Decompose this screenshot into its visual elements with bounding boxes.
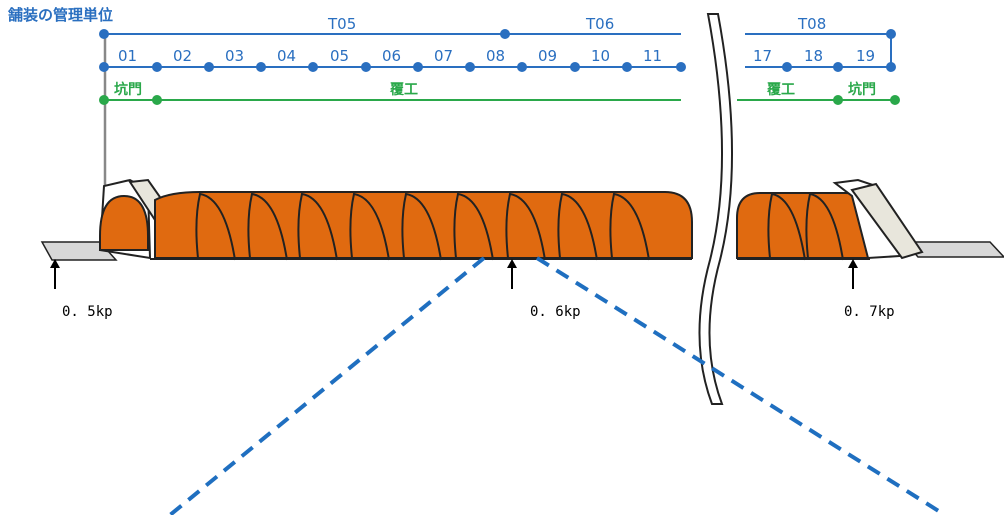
lining-row bbox=[99, 95, 900, 105]
break-symbol bbox=[698, 13, 733, 405]
section-label: 04 bbox=[277, 47, 296, 65]
section-label: 03 bbox=[225, 47, 244, 65]
section-label: 08 bbox=[486, 47, 505, 65]
section-label: 07 bbox=[434, 47, 453, 65]
section-label: 19 bbox=[856, 47, 875, 65]
section-label: 10 bbox=[591, 47, 610, 65]
section-label: 05 bbox=[330, 47, 349, 65]
callout-lines bbox=[168, 256, 947, 515]
group-row bbox=[99, 29, 896, 67]
section-label: 18 bbox=[804, 47, 823, 65]
section-label: 06 bbox=[382, 47, 401, 65]
kp-label: 0. 7kp bbox=[844, 304, 895, 320]
group-label-t06: T06 bbox=[585, 15, 614, 33]
group-label-t08: T08 bbox=[797, 15, 826, 33]
portal-right bbox=[832, 178, 924, 260]
tunnel-lining-right bbox=[736, 192, 870, 261]
portal-left bbox=[98, 178, 202, 260]
kp-label: 0. 6kp bbox=[530, 304, 581, 320]
group-node bbox=[99, 29, 109, 39]
lining-label: 覆工 bbox=[390, 82, 418, 98]
section-label: 11 bbox=[643, 47, 662, 65]
portal-label-left: 坑門 bbox=[114, 81, 142, 98]
kp-label: 0. 5kp bbox=[62, 304, 113, 320]
group-node bbox=[500, 29, 510, 39]
ground-slab-left bbox=[40, 241, 118, 261]
section-label: 01 bbox=[118, 47, 137, 65]
tunnel-lining-main bbox=[150, 191, 693, 261]
lining-label-right: 覆工 bbox=[767, 82, 795, 98]
kp-arrows bbox=[50, 259, 858, 289]
section-row bbox=[99, 62, 896, 72]
diagram-title: 舗装の管理単位 bbox=[7, 6, 113, 24]
section-label: 02 bbox=[173, 47, 192, 65]
group-label-t05: T05 bbox=[327, 15, 356, 33]
section-label: 09 bbox=[538, 47, 557, 65]
section-label: 17 bbox=[753, 47, 772, 65]
portal-label-right: 坑門 bbox=[848, 81, 876, 98]
